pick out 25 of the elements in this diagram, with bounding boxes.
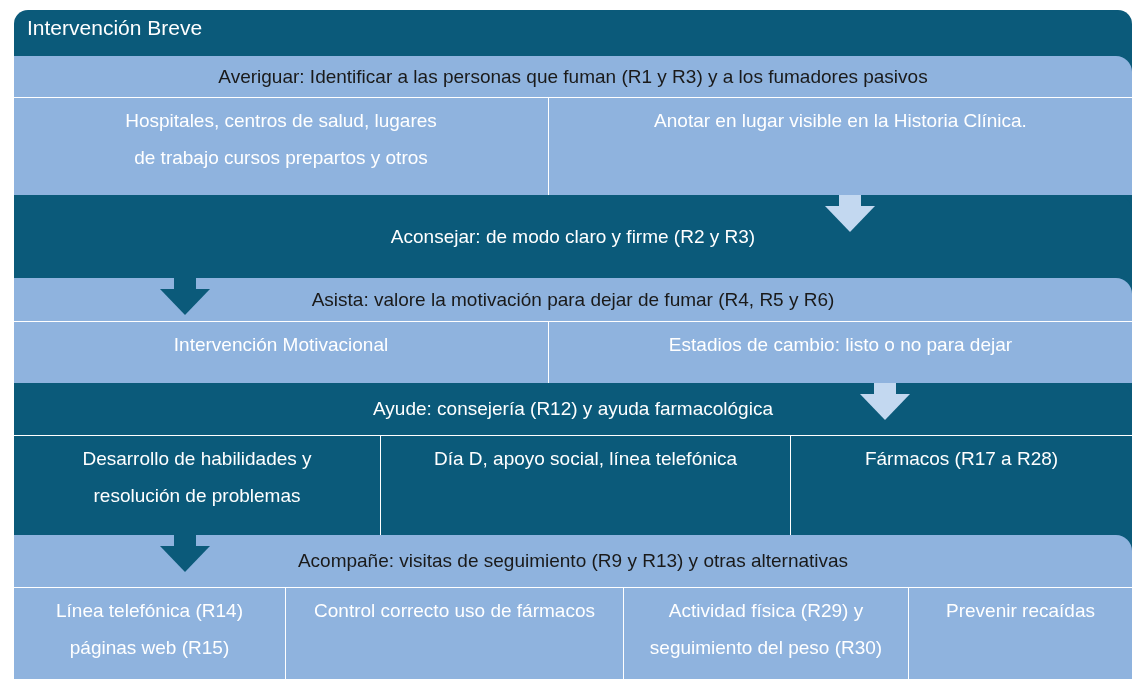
arrow: [825, 195, 875, 232]
cell-text: Prevenir recaídas: [946, 599, 1095, 623]
arrow: [160, 278, 210, 315]
panel-background: [14, 10, 1132, 679]
arrow: [860, 383, 910, 420]
cell-text: Día D, apoyo social, línea telefónica: [433, 447, 738, 471]
cell-text: Desarrollo de habilidades y resolución de problemas: [81, 447, 313, 508]
step-band: [14, 535, 1132, 679]
panel-title: Intervención Breve: [27, 16, 203, 40]
step-band: [14, 278, 1132, 383]
cell-text: Fármacos (R17 a R28): [864, 447, 1059, 471]
step-heading: Acompañe: visitas de seguimiento (R9 y R13) y otras alternativas: [297, 550, 849, 572]
cell-text: Línea telefónica (R14) páginas web (R15): [55, 599, 244, 660]
step-heading: Ayude: consejería (R12) y ayuda farmacológica: [373, 398, 773, 420]
step-band: [14, 56, 1132, 195]
step-heading: Averiguar: Identificar a las personas que fuman (R1 y R3) y a los fumadores pasivos: [218, 65, 928, 88]
step-heading: Asista: valore la motivación para dejar de fumar (R4, R5 y R6): [311, 288, 835, 311]
arrow: [160, 535, 210, 572]
cell-text: Anotar en lugar visible en la Historia Clínica.: [654, 109, 1027, 133]
cell-text: Intervención Motivacional: [173, 333, 389, 357]
step-heading: Aconsejar: de modo claro y firme (R2 y R3): [390, 225, 756, 248]
cell-text: Estadios de cambio: listo o no para dejar: [668, 333, 1013, 357]
cell-text: Actividad física (R29) y seguimiento del peso (R30): [648, 599, 884, 660]
cell-text: Control correcto uso de fármacos: [314, 599, 595, 623]
cell-text: Hospitales, centros de salud, lugares de trabajo cursos prepartos y otros: [124, 109, 438, 170]
